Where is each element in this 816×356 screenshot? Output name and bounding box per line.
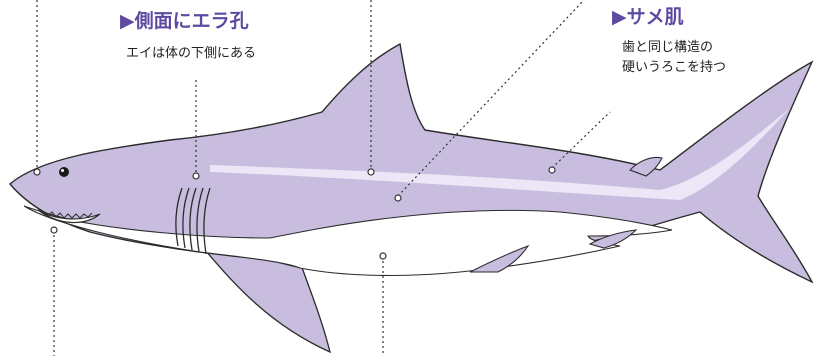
skin-title: ▶サメ肌 (612, 8, 684, 27)
skin-description-line-2: 硬いうろこを持つ (622, 58, 726, 78)
gill-description: エイは体の下側にある (126, 44, 256, 64)
eye-icon (59, 167, 69, 177)
skin-description-line-1: 歯と同じ構造の (622, 38, 713, 58)
gill-title: ▶側面にエラ孔 (120, 12, 249, 31)
